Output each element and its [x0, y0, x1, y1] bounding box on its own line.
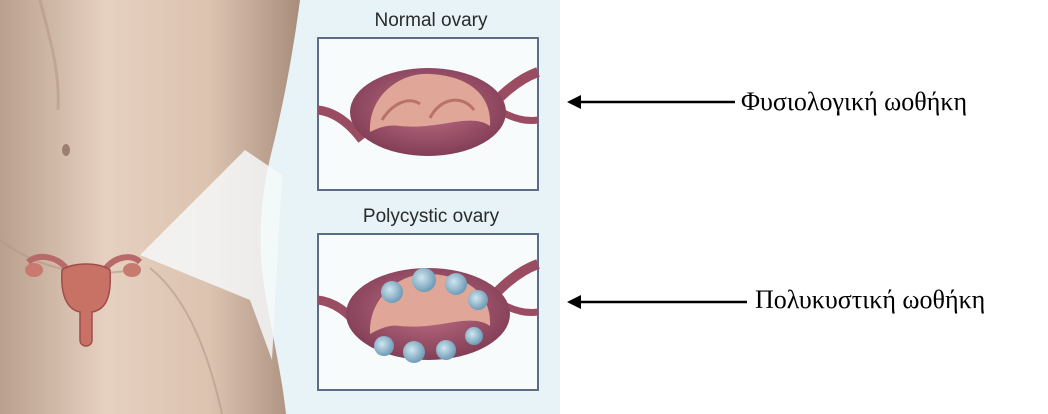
label-normal-ovary: Φυσιολογική ωοθήκη — [741, 87, 967, 117]
arrow-to-normal-ovary — [567, 94, 737, 110]
navel — [62, 144, 70, 156]
polycystic-ovary-caption: Polycystic ovary — [336, 206, 526, 228]
normal-ovary-caption: Normal ovary — [346, 10, 516, 32]
label-polycystic-ovary: Πολυκυστική ωοθήκη — [755, 285, 985, 315]
arrow-to-polycystic-ovary — [567, 294, 749, 310]
